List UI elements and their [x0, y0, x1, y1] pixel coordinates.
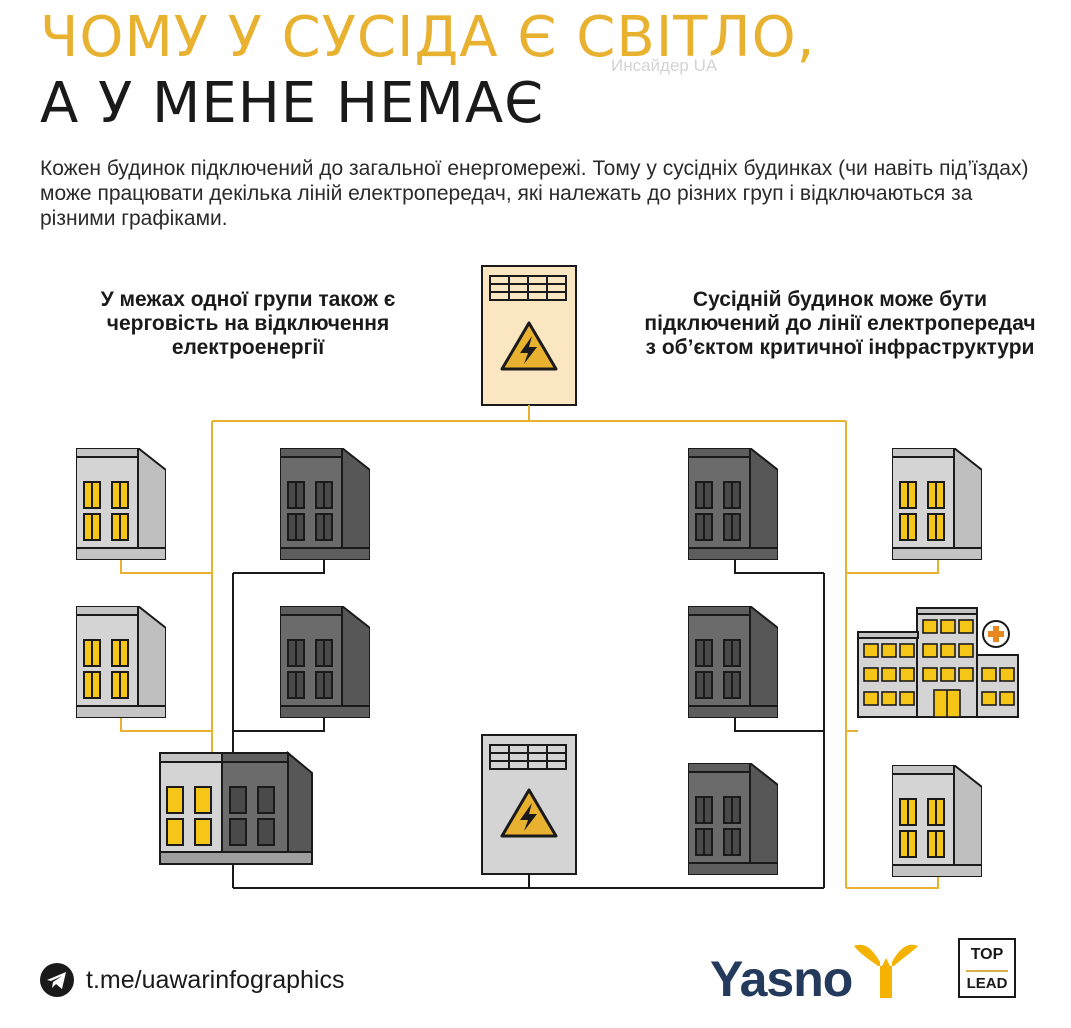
building-lit — [76, 448, 166, 560]
hospital-building — [857, 607, 1019, 718]
toplead-logo-divider — [966, 970, 1008, 972]
building-dark — [280, 448, 370, 560]
intro-text: Кожен будинок підключений до загальної е… — [40, 157, 1029, 230]
caption-left: У межах одної групи також є черговість н… — [100, 288, 396, 359]
unpowered-line — [232, 558, 825, 889]
vent-grille — [489, 275, 567, 301]
building-dark — [688, 763, 778, 875]
toplead-logo-top: TOP — [970, 946, 1004, 963]
medical-cross-icon — [982, 620, 1010, 648]
shared-building — [159, 750, 313, 865]
substation-top — [481, 265, 577, 406]
substation-bottom — [481, 734, 577, 875]
toplead-logo: TOP LEAD — [958, 938, 1016, 998]
watermark: Инсайдер UA — [611, 56, 718, 75]
yasno-logo-icon — [854, 944, 918, 998]
building-dark — [688, 606, 778, 718]
powered-line — [120, 405, 939, 889]
building-lit — [892, 448, 982, 560]
building-dark — [280, 606, 370, 718]
title-line-2: А У МЕНЕ НЕМАЄ — [40, 71, 545, 136]
title-line-1: ЧОМУ У СУСІДА Є СВІТЛО, — [40, 5, 816, 70]
building-lit — [76, 606, 166, 718]
telegram-icon[interactable] — [40, 963, 74, 997]
caption-right: Сусідній будинок може бути підключений д… — [644, 288, 1036, 359]
toplead-logo-bottom: LEAD — [966, 975, 1008, 992]
building-lit — [892, 765, 982, 877]
telegram-link[interactable]: t.me/uawarinfographics — [86, 966, 345, 994]
building-dark — [688, 448, 778, 560]
vent-grille — [489, 744, 567, 770]
yasno-logo-text: Yasno — [710, 951, 853, 1007]
